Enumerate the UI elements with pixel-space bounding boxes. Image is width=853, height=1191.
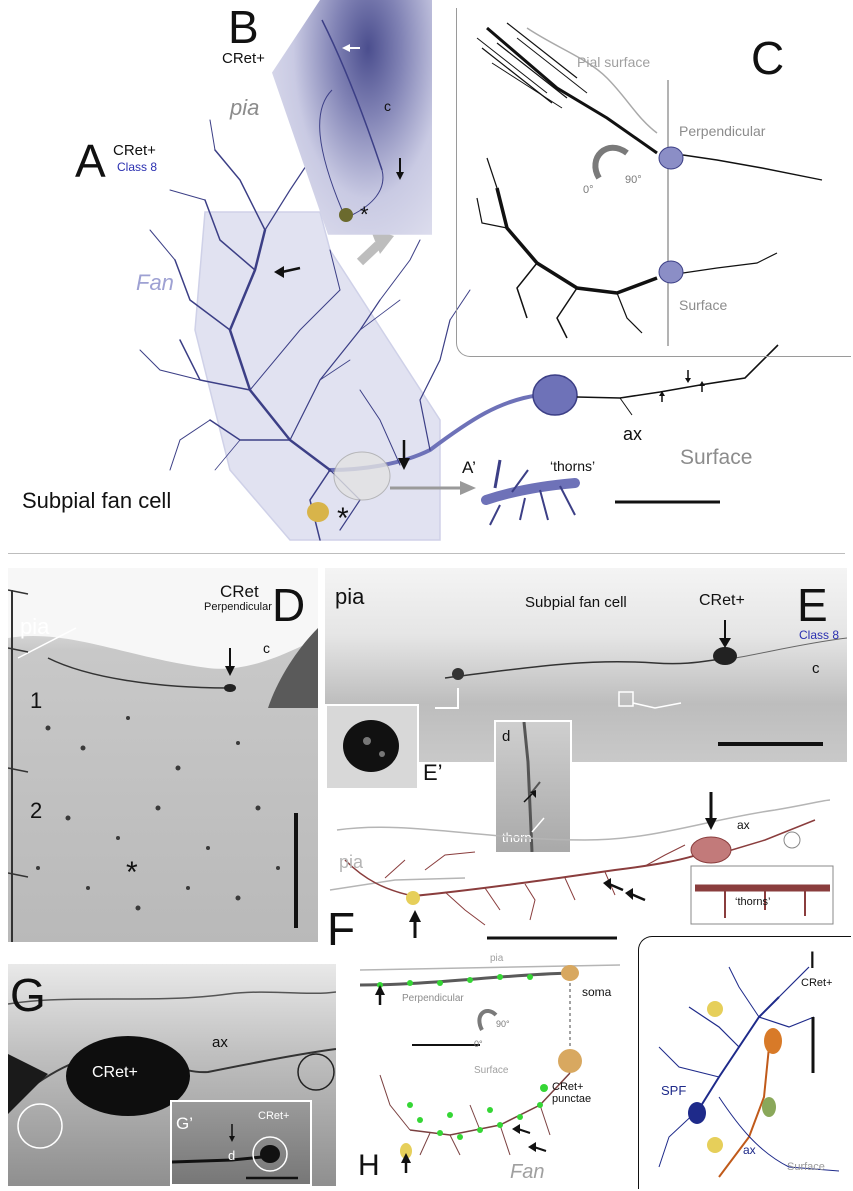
panel-e-thorn-inset: d thorn	[494, 720, 572, 854]
thorns-label: ‘thorns’	[735, 896, 771, 908]
cret-soma	[66, 1036, 190, 1116]
separator	[8, 553, 845, 554]
asterisk: *	[337, 502, 349, 535]
surface-label: Surface	[679, 297, 728, 313]
c-label: c	[263, 640, 270, 656]
panel-f: F pia ax ‘thorns’	[325, 760, 847, 955]
legend-label: CRet+ punctae	[552, 1081, 592, 1105]
rotation-arrow	[592, 144, 629, 180]
fan-label: Fan	[510, 1161, 545, 1183]
neuron-f-tree	[344, 819, 816, 926]
perpendicular-label: Perpendicular	[402, 993, 464, 1004]
panel-d: D CRet Perpendicular pia c 1 2 *	[8, 568, 318, 942]
h-soma-perpendicular	[561, 965, 579, 981]
fan-region	[194, 211, 441, 541]
layer-2-label: 2	[30, 798, 43, 823]
panel-i: I CRet+ SPF ax Surface	[638, 936, 851, 1189]
panel-letter: A	[75, 135, 106, 187]
thorns-label: ‘thorns’	[550, 458, 596, 474]
pia-label: pia	[335, 584, 365, 609]
panel-h: pia Perpendicular soma 0° 90° Surface CR…	[350, 953, 630, 1187]
glia-cell	[307, 502, 329, 522]
neuron-a-soma	[532, 374, 578, 416]
soma-label: soma	[582, 985, 612, 999]
tree-arrow	[281, 266, 301, 274]
glia-cell	[406, 891, 420, 905]
rotation-start: 0°	[583, 184, 594, 196]
neuron-f-soma	[690, 836, 732, 864]
panel-letter: B	[228, 1, 259, 53]
inset-letter: A’	[462, 458, 476, 477]
asterisk: *	[360, 202, 369, 227]
rotation-start: 0°	[474, 1039, 483, 1049]
thorns-highlight	[333, 451, 391, 501]
panel-g-label: CRet+	[92, 1064, 138, 1081]
panel-a-label: CRet+	[113, 142, 156, 159]
c-label: c	[384, 98, 391, 114]
subpial-caption: Subpial fan cell	[22, 488, 172, 513]
neuron-a-axon	[576, 344, 779, 399]
pia-label: pia	[20, 614, 50, 639]
dendrite-label: d	[228, 1148, 236, 1163]
spf-label: SPF	[661, 1083, 687, 1098]
panel-e-title: Subpial fan cell	[525, 594, 627, 611]
panel-letter: I	[809, 947, 816, 974]
panel-letter: G	[10, 969, 46, 1021]
surface-label: Surface	[474, 1065, 509, 1076]
spf-neuron	[658, 966, 815, 1168]
axon-label: ax	[737, 818, 750, 832]
thorns-inset	[481, 459, 580, 526]
panel-letter: H	[358, 1149, 380, 1182]
perpendicular-neuron	[476, 22, 823, 181]
panel-d-label: CRet	[220, 582, 259, 601]
fan-label: Fan	[136, 270, 174, 295]
surface-soma	[658, 260, 684, 284]
perpendicular-label: Perpendicular	[679, 123, 766, 139]
rotation-end: 90°	[625, 174, 642, 186]
panel-b-micrograph	[272, 0, 432, 235]
panel-letter: F	[327, 903, 356, 955]
panel-a-class: Class 8	[117, 160, 158, 174]
panel-d-sublabel: Perpendicular	[204, 601, 272, 613]
pia-label: pia	[490, 953, 504, 964]
surface-neuron	[476, 157, 778, 339]
panel-b: B CRet+ pia c *	[0, 0, 460, 250]
pial-surface-label: Pial surface	[577, 54, 651, 70]
punctae-perpendicular	[377, 974, 533, 988]
rotation-end: 90°	[496, 1019, 510, 1029]
panel-letter: C	[751, 32, 785, 84]
punctae-surface	[407, 1102, 543, 1140]
pial-surface-line	[526, 27, 658, 134]
c-label: c	[812, 660, 820, 677]
panel-e-class: Class 8	[799, 628, 840, 642]
perpendicular-soma	[658, 146, 684, 170]
inset-label: CRet+	[258, 1110, 290, 1122]
surface-label: Surface	[680, 446, 753, 469]
panel-i-label: CRet+	[801, 977, 833, 989]
panel-a: A CRet+ Class 8 Fan Subpial fan cell ax …	[0, 0, 853, 553]
dendrite-label: d	[502, 728, 511, 745]
axon-label: ax	[743, 1143, 756, 1157]
panel-c: C Pial surface Perpendicular Surface 0° …	[456, 8, 851, 357]
panel-b-label: CRet+	[222, 50, 265, 67]
legend-dot	[540, 1084, 548, 1092]
layer-1-label: 1	[30, 688, 43, 713]
panel-letter: D	[272, 579, 306, 631]
surface-label: Surface	[787, 1161, 825, 1173]
panel-a-drawing	[139, 119, 779, 541]
panel-g-prime-inset: G’ CRet+ d	[170, 1100, 312, 1186]
inset-letter: G’	[176, 1114, 193, 1133]
pia-label: pia	[230, 95, 260, 120]
panel-e-label: CRet+	[699, 592, 745, 609]
panel-e-prime-inset	[325, 704, 419, 790]
axon-label: ax	[623, 424, 643, 444]
panel-letter: E	[797, 579, 828, 631]
arrow-to-b	[356, 241, 382, 266]
spf-soma	[688, 1102, 706, 1124]
asterisk: *	[126, 856, 138, 889]
pia-label: pia	[339, 852, 364, 872]
axon-label: ax	[212, 1034, 228, 1051]
h-soma-surface	[558, 1049, 582, 1073]
inset-letter: E’	[423, 760, 443, 785]
